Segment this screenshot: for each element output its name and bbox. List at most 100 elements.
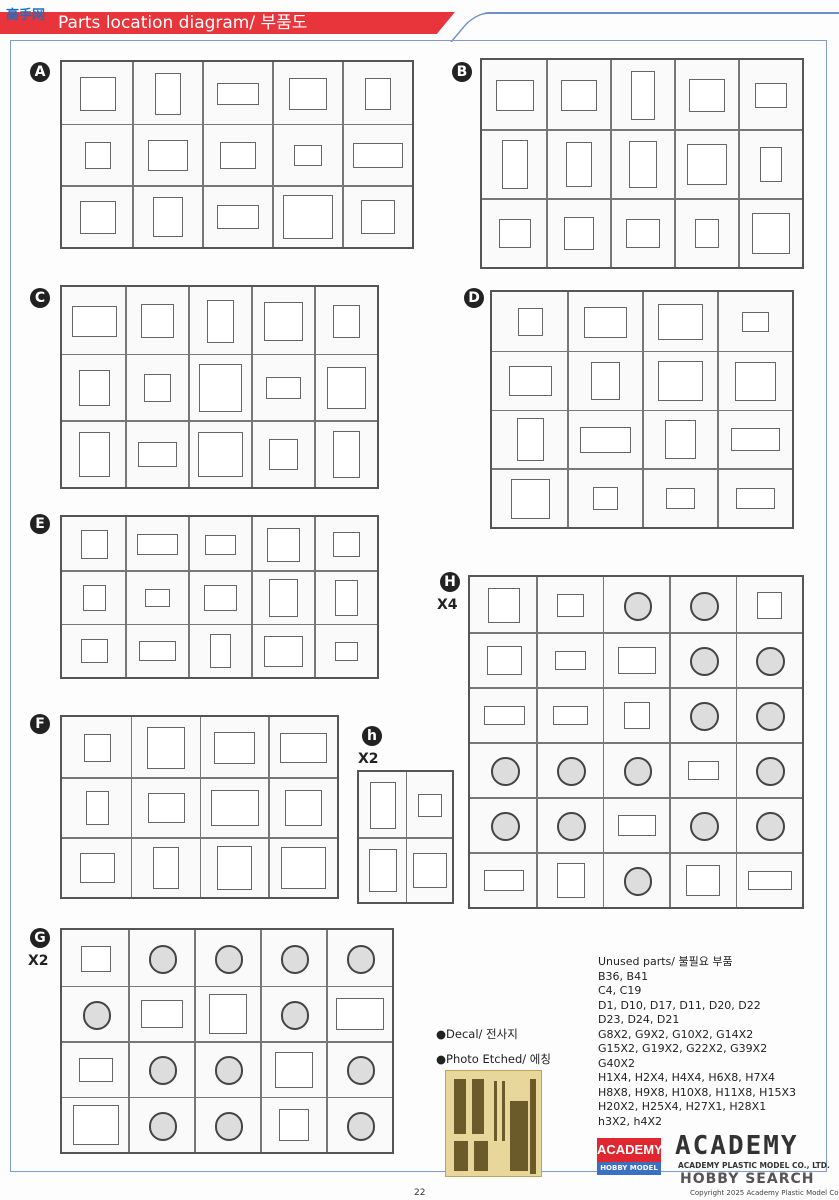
sprue-frame-h — [357, 770, 454, 904]
road-wheel-part — [756, 757, 786, 786]
sprue-part — [552, 705, 589, 726]
sprue-part — [84, 142, 112, 169]
sprue-runner — [738, 60, 740, 267]
sprue-multiplier: X2 — [28, 953, 49, 969]
unused-line: G40X2 — [598, 1056, 636, 1070]
sprue-part — [217, 846, 253, 890]
sprue-part — [268, 579, 299, 617]
sprue-runner — [125, 287, 127, 487]
road-wheel-part — [148, 1111, 178, 1141]
sprue-part — [137, 534, 178, 556]
road-wheel-part — [756, 702, 786, 731]
pe-part — [530, 1079, 536, 1174]
sprue-runner — [62, 837, 337, 839]
sprue-runner — [199, 717, 201, 897]
sprue-badge-F: F — [30, 714, 50, 734]
sprue-part — [204, 584, 237, 612]
sprue-part — [217, 204, 259, 230]
sprue-part — [751, 213, 791, 254]
sprue-part — [618, 815, 656, 836]
road-wheel-part — [557, 812, 586, 841]
sprue-part — [557, 594, 584, 617]
sprue-part — [148, 140, 188, 171]
sprue-part — [83, 585, 106, 611]
sprue-part — [591, 361, 620, 401]
sprue-runner — [188, 287, 190, 487]
sprue-runner — [342, 62, 344, 247]
road-wheel-part — [756, 647, 786, 676]
sprue-runner — [482, 129, 802, 131]
sprue-runner — [492, 468, 792, 470]
sprue-frame-F — [60, 715, 339, 899]
sprue-part — [360, 200, 396, 235]
sprue-runner — [610, 60, 612, 267]
sprue-badge-E: E — [30, 514, 50, 534]
sprue-part — [618, 646, 656, 675]
unused-line: D1, D10, D17, D11, D20, D22 — [598, 998, 761, 1012]
sprue-part — [629, 140, 657, 189]
sprue-badge-D: D — [464, 288, 484, 308]
sprue-part — [139, 641, 176, 662]
academy-logo: ACADEMY HOBBY MODEL KITS — [597, 1138, 663, 1185]
sprue-part — [274, 1051, 314, 1088]
road-wheel-part — [623, 757, 653, 786]
unused-line: G15X2, G19X2, G22X2, G39X2 — [598, 1042, 768, 1055]
sprue-part — [78, 370, 111, 406]
sprue-runner — [492, 409, 792, 411]
sprue-part — [747, 870, 793, 891]
sprue-part — [214, 732, 256, 764]
road-wheel-part — [346, 1111, 376, 1141]
page-frame — [10, 40, 827, 1172]
decal-label: ●Decal/ 전사지 — [436, 1027, 518, 1041]
sprue-badge-C: C — [30, 288, 50, 308]
academy-logo-subtext: HOBBY MODEL KITS — [597, 1162, 661, 1185]
sprue-runner — [132, 62, 134, 247]
pe-part — [510, 1101, 528, 1171]
road-wheel-part — [82, 1000, 112, 1030]
sprue-part — [412, 852, 447, 889]
sprue-part — [283, 194, 333, 240]
sprue-part — [332, 531, 361, 558]
sprue-runner — [62, 353, 377, 356]
sprue-part — [518, 308, 543, 337]
sprue-part — [486, 646, 522, 675]
sprue-part — [495, 80, 535, 111]
sprue-part — [83, 734, 112, 762]
sprue-frame-B — [480, 58, 804, 269]
road-wheel-part — [214, 1056, 244, 1086]
pe-part — [472, 1079, 484, 1134]
road-wheel-part — [214, 1111, 244, 1141]
road-wheel-part — [690, 812, 719, 841]
road-wheel-part — [280, 1000, 310, 1030]
sprue-part — [369, 848, 398, 893]
sprue-runner — [130, 717, 133, 897]
sprue-part — [263, 301, 304, 341]
road-wheel-part — [490, 757, 520, 786]
road-wheel-part — [557, 757, 586, 786]
sprue-frame-D — [490, 290, 794, 529]
sprue-part — [631, 71, 655, 120]
page-number: 22 — [414, 1188, 426, 1198]
copyright: Copyright 2025 Academy Plastic Model Co.… — [690, 1189, 839, 1197]
sprue-runner — [251, 517, 253, 677]
unused-line: C4, C19 — [598, 984, 642, 997]
sprue-part — [140, 1000, 184, 1029]
road-wheel-part — [690, 592, 719, 621]
sprue-runner — [674, 60, 676, 267]
road-wheel-part — [280, 945, 310, 975]
sprue-part — [555, 651, 586, 670]
road-wheel-part — [690, 702, 719, 731]
sprue-part — [759, 147, 783, 182]
sprue-runner — [251, 287, 253, 487]
sprue-part — [742, 312, 769, 333]
sprue-runner — [470, 742, 802, 744]
pe-part — [454, 1141, 468, 1171]
sprue-part — [327, 367, 366, 409]
sprue-runner — [492, 350, 792, 353]
road-wheel-part — [346, 1056, 376, 1086]
sprue-part — [267, 527, 300, 562]
sprue-runner — [62, 185, 412, 187]
sprue-part — [335, 579, 358, 617]
sprue-part — [81, 639, 108, 664]
sprue-part — [198, 432, 243, 478]
